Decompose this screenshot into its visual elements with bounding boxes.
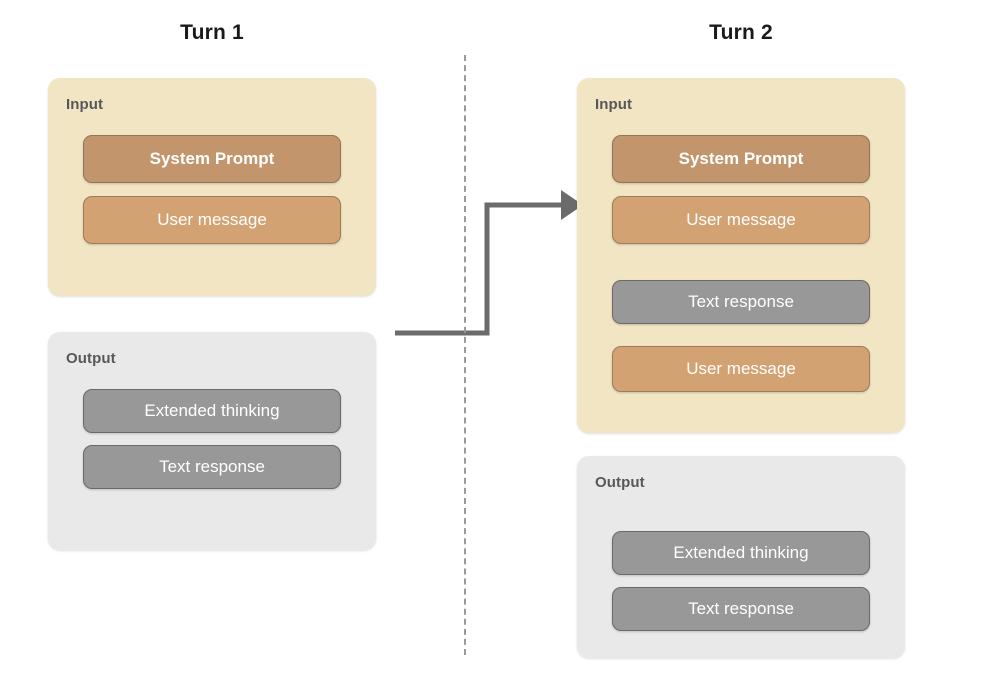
turn-2-input-user-message-1[interactable]: User message xyxy=(612,196,870,244)
turn-1-output-text-response[interactable]: Text response xyxy=(83,445,341,489)
turn-2-output-text-response[interactable]: Text response xyxy=(612,587,870,631)
turn-1-input-panel: Input System Prompt User message xyxy=(48,78,376,296)
turn-1-output-extended-thinking[interactable]: Extended thinking xyxy=(83,389,341,433)
turn-2-input-panel: Input System Prompt User message Text re… xyxy=(577,78,905,433)
turn-2-output-panel: Output Extended thinking Text response xyxy=(577,456,905,658)
turn-1-input-label: Input xyxy=(66,96,104,113)
arrow-path xyxy=(395,202,563,336)
turn-2-input-user-message-2[interactable]: User message xyxy=(612,346,870,392)
turn-2-input-label: Input xyxy=(595,96,633,113)
turn-2-input-text-response[interactable]: Text response xyxy=(612,280,870,324)
turn-2-output-extended-thinking[interactable]: Extended thinking xyxy=(612,531,870,575)
turn-1-output-label: Output xyxy=(66,350,116,367)
turn-divider-line xyxy=(464,55,466,655)
turn-1-input-system-prompt[interactable]: System Prompt xyxy=(83,135,341,183)
turn-1-title: Turn 1 xyxy=(180,21,244,44)
turn-2-input-system-prompt[interactable]: System Prompt xyxy=(612,135,870,183)
turn-1-output-panel: Output Extended thinking Text response xyxy=(48,332,376,550)
arrow-head-icon xyxy=(561,190,583,220)
turn-2-title: Turn 2 xyxy=(709,21,773,44)
turn-2-output-label: Output xyxy=(595,474,645,491)
turn-1-input-user-message[interactable]: User message xyxy=(83,196,341,244)
